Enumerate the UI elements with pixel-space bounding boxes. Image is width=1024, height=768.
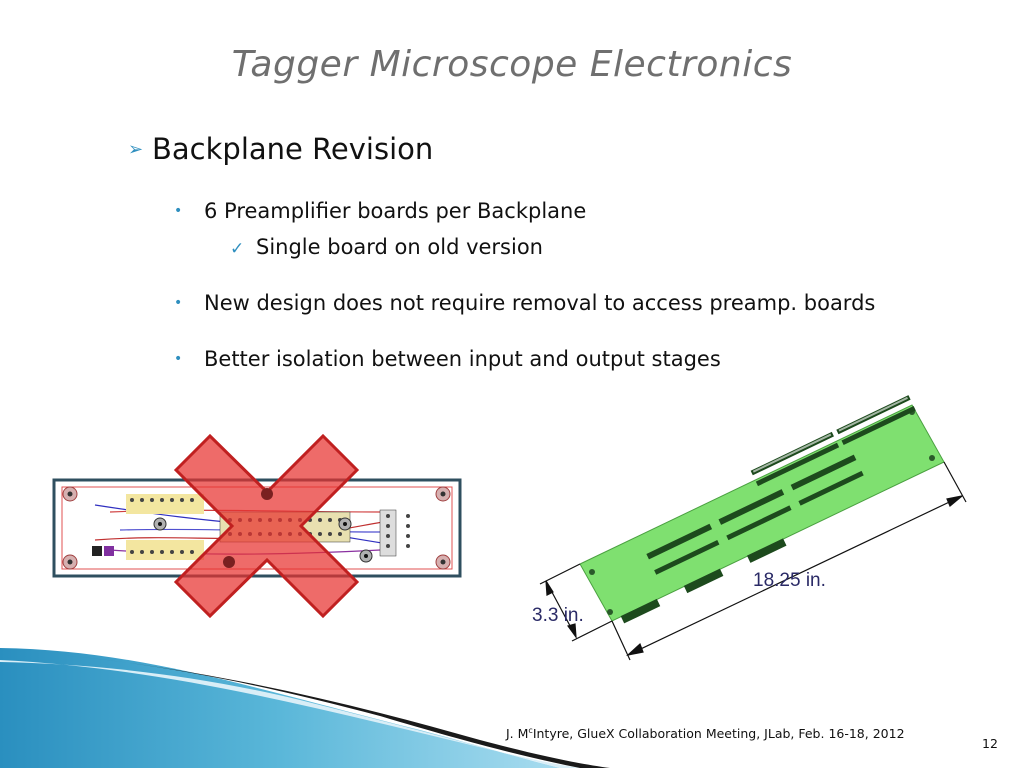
sub-bullet-text: Better isolation between input and outpu…: [204, 347, 721, 371]
length-dimension-label: 18.25 in.: [753, 570, 826, 591]
bullet-backplane-revision: ➢ Backplane Revision: [128, 132, 433, 166]
footer-author-prefix: J. M: [506, 726, 529, 742]
footer-author-rest: Intyre, GlueX Collaboration Meeting, JLa…: [532, 726, 905, 742]
connector-rows: [620, 395, 916, 624]
red-cross-mark: [173, 433, 360, 619]
arrow-bullet-icon: ➢: [128, 139, 144, 160]
check-bullet-icon: ✓: [230, 239, 245, 259]
sub-bullet-single-board: ✓ Single board on old version: [230, 235, 543, 259]
sub-bullet-isolation: • Better isolation between input and outp…: [174, 347, 721, 371]
width-dimension-label: 3.3 in.: [532, 605, 584, 626]
mounting-holes: [62, 486, 451, 570]
wave-blue: [0, 648, 560, 768]
footer-author-sup: c: [528, 726, 533, 735]
wave-light: [0, 660, 580, 768]
dot-bullet-icon: •: [174, 295, 183, 311]
page-number: 12: [982, 736, 998, 751]
dimension-lines: [539, 461, 967, 661]
sub-bullet-text: New design does not require removal to a…: [204, 291, 876, 315]
bullet-text: Backplane Revision: [152, 132, 434, 166]
dot-bullet-icon: •: [174, 351, 183, 367]
sub-bullet-text: Single board on old version: [256, 235, 543, 259]
slide-title: Tagger Microscope Electronics: [231, 44, 793, 85]
dot-bullet-icon: •: [174, 203, 183, 219]
sub-bullet-text: 6 Preamplifier boards per Backplane: [204, 199, 587, 223]
footer-citation: J. McIntyre, GlueX Collaboration Meeting…: [506, 726, 905, 741]
sub-bullet-preamplifier: • 6 Preamplifier boards per Backplane: [174, 199, 586, 223]
wave-dark: [60, 655, 610, 768]
sub-bullet-new-design: • New design does not require removal to …: [174, 291, 875, 315]
